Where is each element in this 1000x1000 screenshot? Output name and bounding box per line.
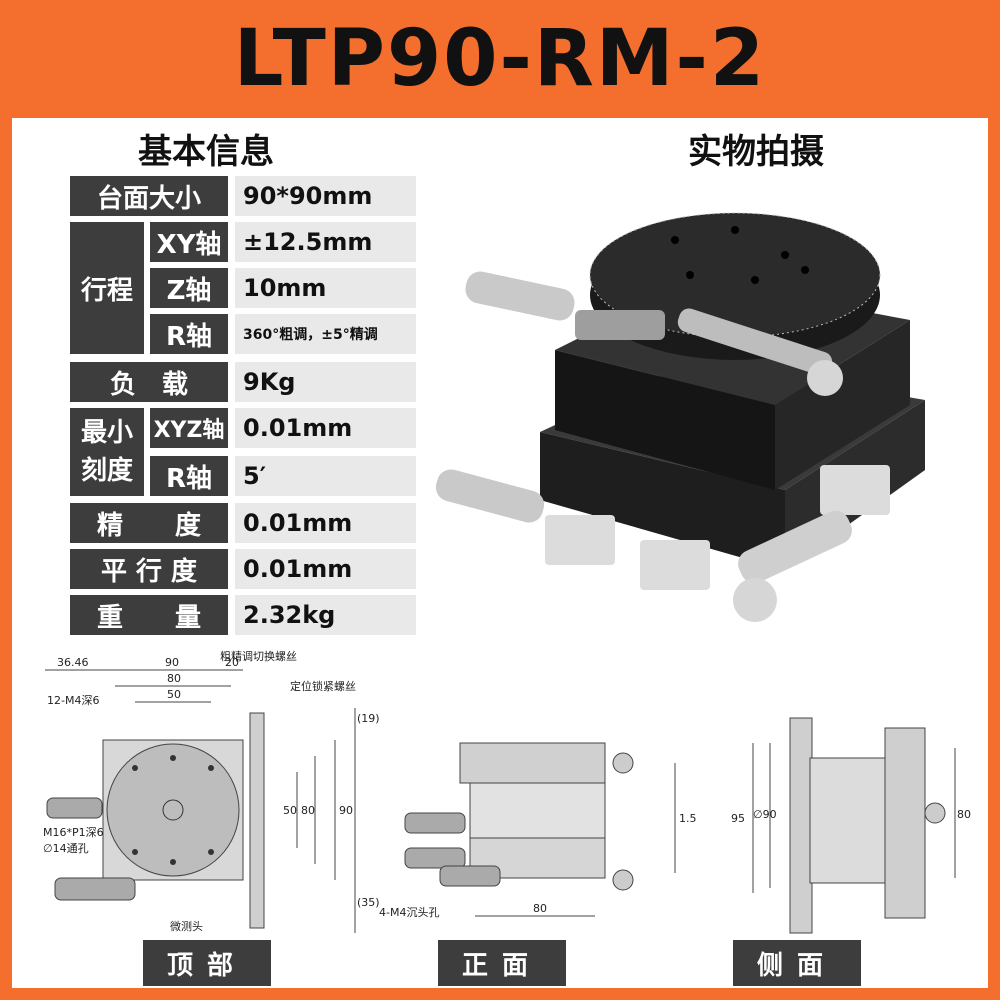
spec-value-table-size: 90*90mm <box>235 176 416 216</box>
front-view-drawing <box>404 742 754 917</box>
page-title: LTP90-RM-2 <box>233 14 767 104</box>
dim-20: 20 <box>225 656 239 669</box>
dim-side-phi90: ∅90 <box>753 808 777 821</box>
dim-80-vertical: 80 <box>301 804 315 817</box>
dim-front-95: 95 <box>731 812 745 825</box>
spec-label-min-scale: 最小 刻度 <box>70 408 144 496</box>
dim-side-80: 80 <box>957 808 971 821</box>
view-front-button[interactable]: 正面 <box>438 940 566 986</box>
dim-19: (19) <box>357 712 380 725</box>
spec-value-weight: 2.32kg <box>235 595 416 635</box>
basic-info-heading: 基本信息 <box>138 132 274 172</box>
view-side-button[interactable]: 侧面 <box>733 940 861 986</box>
dim-front-1-5: 1.5 <box>679 812 697 825</box>
spec-label-r: R轴 <box>150 314 228 354</box>
dim-36-46: 36.46 <box>57 656 89 669</box>
top-view-drawing <box>45 669 356 933</box>
label-holes-top: 12-M4深6 <box>47 694 99 707</box>
dim-50-vertical: 50 <box>283 804 297 817</box>
dim-35: (35) <box>357 896 380 909</box>
label-coarse-fine: 粗精调切换螺丝 <box>220 649 297 663</box>
spec-label-weight: 重 量 <box>70 595 228 635</box>
dim-90-vertical: 90 <box>339 804 353 817</box>
spec-value-xyz: 0.01mm <box>235 408 416 448</box>
spec-label-accuracy: 精 度 <box>70 503 228 543</box>
dim-50: 50 <box>167 688 181 701</box>
spec-value-z: 10mm <box>235 268 416 308</box>
spec-value-min-r: 5′ <box>235 456 416 496</box>
spec-value-load: 9Kg <box>235 362 416 402</box>
min-scale-line1: 最小 <box>80 418 133 448</box>
label-center-hole-1: M16*P1深6 <box>43 826 104 839</box>
product-photo <box>435 212 925 622</box>
spec-value-parallelism: 0.01mm <box>235 549 416 589</box>
spec-label-table-size: 台面大小 <box>70 176 228 216</box>
dim-90: 90 <box>165 656 179 669</box>
label-center-hole-2: ∅14通孔 <box>43 842 89 855</box>
spec-label-min-r: R轴 <box>150 456 228 496</box>
photo-heading: 实物拍摄 <box>688 132 824 172</box>
dim-front-80: 80 <box>533 902 547 915</box>
min-scale-line2: 刻度 <box>80 456 133 486</box>
side-view-drawing <box>769 717 956 934</box>
spec-value-accuracy: 0.01mm <box>235 503 416 543</box>
spec-label-xy: XY轴 <box>150 222 228 262</box>
dim-80: 80 <box>167 672 181 685</box>
spec-value-xy: ±12.5mm <box>235 222 416 262</box>
label-lock-screw: 定位锁紧螺丝 <box>290 679 356 693</box>
spec-value-r: 360°粗调，±5°精调 <box>235 314 416 354</box>
label-holes-bottom: 4-M4沉头孔 <box>379 906 439 919</box>
label-micrometer: 微测头 <box>170 919 203 933</box>
technical-drawings: 36.46 90 80 50 20 粗精调切换螺丝 定位锁紧螺丝 12-M4深6… <box>43 649 971 934</box>
spec-label-travel: 行程 <box>70 222 144 354</box>
spec-label-xyz: XYZ轴 <box>150 408 228 448</box>
spec-label-load: 负 载 <box>70 362 228 402</box>
spec-label-z: Z轴 <box>150 268 228 308</box>
view-top-button[interactable]: 顶部 <box>143 940 271 986</box>
spec-label-parallelism: 平 行 度 <box>70 549 228 589</box>
